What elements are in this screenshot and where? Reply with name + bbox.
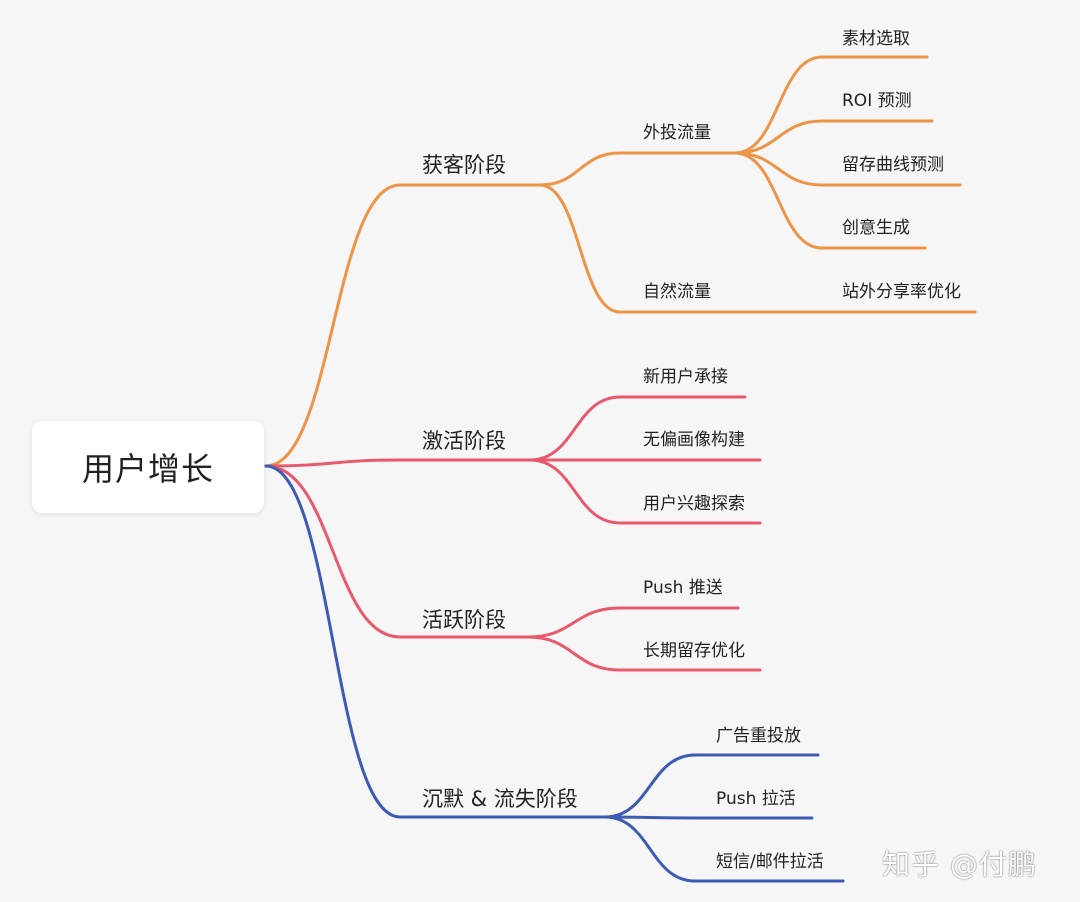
- node-roi-prediction[interactable]: ROI 预测: [842, 91, 912, 111]
- link-churn-push: [603, 815, 814, 820]
- link-activation-onboarding: [528, 395, 747, 462]
- node-asset-selection[interactable]: 素材选取: [842, 29, 910, 49]
- node-long-term-retention[interactable]: 长期留存优化: [643, 641, 745, 661]
- node-retention-curve-prediction[interactable]: 留存曲线预测: [842, 155, 944, 175]
- link-activation-interest: [528, 458, 762, 525]
- link-paid-roi: [733, 119, 934, 155]
- node-unbiased-profile[interactable]: 无偏画像构建: [643, 430, 745, 450]
- watermark: 知乎 @付鹏: [882, 848, 1037, 881]
- node-organic-traffic[interactable]: 自然流量: [643, 282, 711, 302]
- stage-active-label[interactable]: 活跃阶段: [422, 608, 506, 632]
- link-acquisition-organic: [538, 183, 977, 314]
- node-paid-traffic[interactable]: 外投流量: [643, 123, 711, 143]
- node-new-user-onboarding[interactable]: 新用户承接: [643, 367, 728, 387]
- node-offsite-share-optimization[interactable]: 站外分享率优化: [842, 282, 961, 302]
- link-root-churn: [264, 464, 607, 819]
- link-churn-ad: [603, 753, 820, 819]
- link-active-push: [526, 606, 740, 639]
- node-push-reactivation[interactable]: Push 拉活: [716, 789, 796, 809]
- node-interest-exploration[interactable]: 用户兴趣探索: [643, 494, 745, 514]
- node-sms-email-reactivation[interactable]: 短信/邮件拉活: [716, 852, 824, 872]
- link-root-active: [264, 464, 530, 639]
- link-acquisition-paid: [538, 151, 737, 187]
- link-paid-creative: [733, 151, 927, 250]
- link-active-retention: [526, 635, 762, 672]
- link-paid-asset: [733, 55, 929, 155]
- root-node-label: 用户增长: [81, 450, 214, 488]
- link-root-activation: [264, 458, 532, 468]
- link-paid-retention: [733, 151, 962, 187]
- root-node[interactable]: 用户增长: [32, 421, 264, 513]
- node-push-notification[interactable]: Push 推送: [643, 578, 723, 598]
- node-creative-generation[interactable]: 创意生成: [842, 218, 910, 238]
- link-churn-sms: [603, 815, 845, 883]
- stage-churn-label[interactable]: 沉默 & 流失阶段: [422, 787, 578, 811]
- node-ad-retargeting[interactable]: 广告重投放: [716, 726, 801, 746]
- stage-activation-label[interactable]: 激活阶段: [422, 429, 506, 453]
- stage-acquisition-label[interactable]: 获客阶段: [422, 153, 506, 177]
- link-root-acquisition: [264, 183, 542, 468]
